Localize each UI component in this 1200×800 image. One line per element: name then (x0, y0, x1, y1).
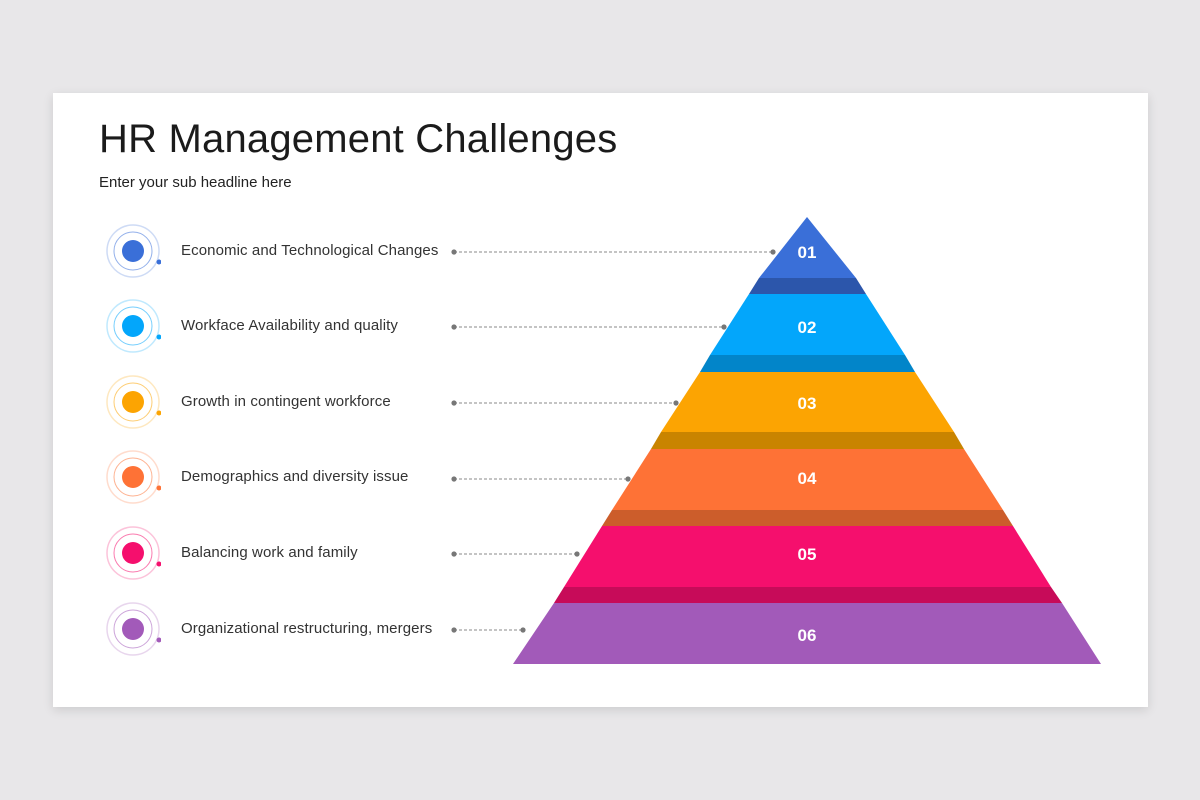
challenge-label: Balancing work and family (181, 544, 358, 561)
tier-number: 01 (798, 243, 817, 262)
pyramid-tier-2: 02 (700, 294, 915, 372)
challenge-label: Workface Availability and quality (181, 317, 399, 334)
circle-marker-icon (106, 450, 161, 504)
tier-number: 05 (798, 545, 817, 564)
pyramid-tier-6: 06 (513, 603, 1101, 664)
slide-title: HR Management Challenges (99, 117, 618, 161)
challenge-label: Demographics and diversity issue (181, 468, 409, 485)
slide-subtitle: Enter your sub headline here (99, 174, 292, 191)
circle-marker-icon (106, 526, 161, 580)
slide: HR Management Challenges Enter your sub … (53, 93, 1148, 707)
connector-lines (454, 251, 773, 631)
pyramid-tier-4: 04 (602, 449, 1013, 526)
challenge-label: Economic and Technological Changes (181, 242, 439, 259)
pyramid-tier-5: 05 (554, 526, 1062, 603)
pyramid-tier-1: 01 (749, 217, 866, 294)
challenge-item-3: Growth in contingent workforce (105, 374, 585, 434)
tier-number: 04 (798, 469, 817, 488)
challenge-label: Organizational restructuring, mergers (181, 620, 433, 637)
challenge-item-4: Demographics and diversity issue (105, 449, 585, 509)
circle-marker-icon (106, 299, 161, 353)
challenge-item-1: Economic and Technological Changes (105, 223, 585, 283)
tier-number: 02 (798, 318, 817, 337)
circle-marker-icon (106, 375, 161, 429)
challenge-item-2: Workface Availability and quality (105, 298, 585, 358)
tier-number: 03 (798, 394, 817, 413)
challenge-item-5: Balancing work and family (105, 525, 585, 585)
challenge-item-6: Organizational restructuring, mergers (105, 601, 585, 661)
tier-number: 06 (798, 626, 817, 645)
challenge-label: Growth in contingent workforce (181, 393, 391, 410)
pyramid-diagram: 06 05 04 03 02 01 (451, 217, 1101, 664)
circle-marker-icon (106, 224, 161, 278)
circle-marker-icon (106, 602, 161, 656)
pyramid-tier-3: 03 (651, 372, 964, 449)
